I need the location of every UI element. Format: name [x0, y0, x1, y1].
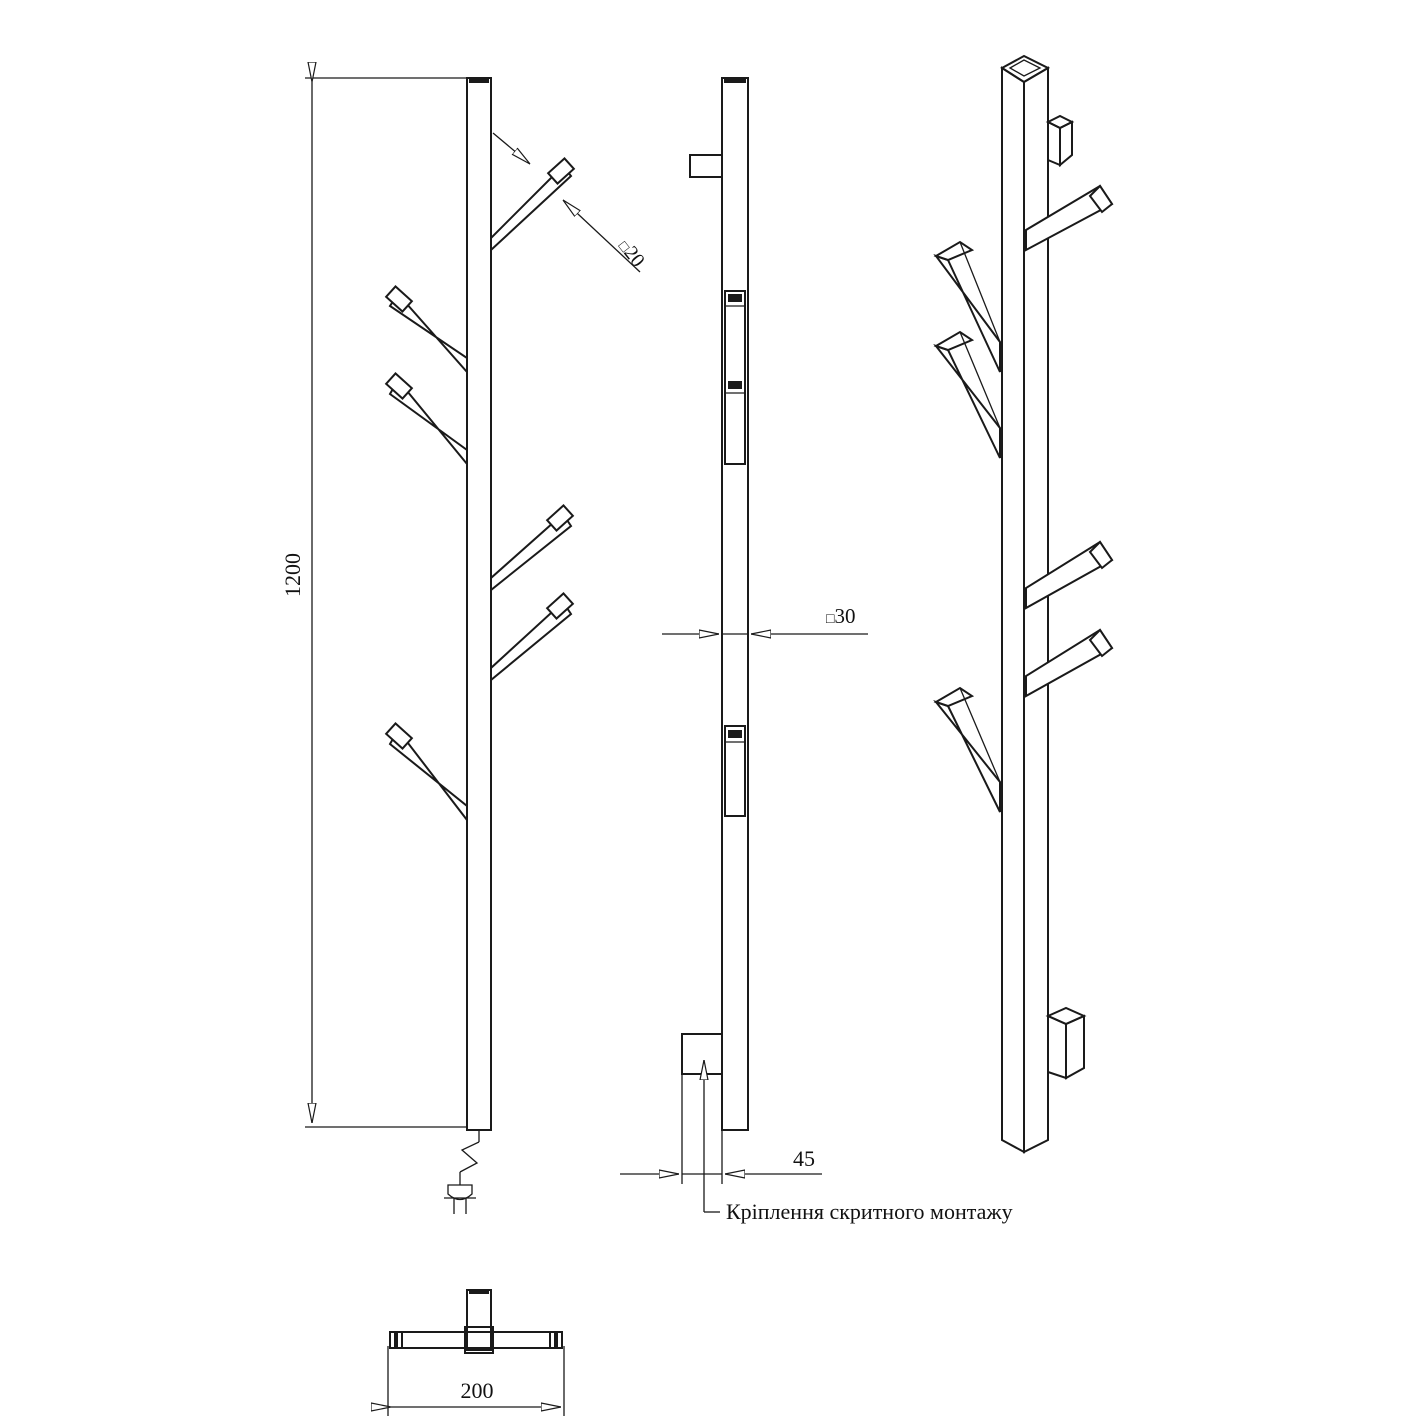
side-view: □30 Кріплення скритного монтажу 45 — [620, 77, 1013, 1224]
branch-section-arrow-lower — [563, 200, 641, 273]
side-top-bracket — [689, 154, 723, 178]
front-main-pipe — [466, 77, 492, 1131]
iso-hook-left-1 — [933, 240, 1001, 373]
top-pipe-square — [464, 1326, 494, 1354]
top-bracket-stem — [466, 1289, 492, 1351]
iso-hook-right-top — [1025, 184, 1114, 252]
iso-pipe-cap — [1008, 59, 1042, 77]
pipe-section-label: □30 — [826, 604, 855, 628]
depth-label: 45 — [793, 1146, 815, 1171]
iso-hook-right-mid-1 — [1025, 540, 1114, 610]
front-branch-left-1 — [384, 285, 468, 375]
branch-section-arrow-upper — [492, 132, 530, 164]
hidden-mount-bracket — [681, 1033, 723, 1075]
side-main-pipe — [721, 77, 749, 1131]
isometric-view — [933, 54, 1114, 1154]
iso-bottom-bracket — [1045, 1006, 1087, 1080]
front-branch-right-mid-2 — [490, 592, 575, 683]
iso-hook-right-mid-2 — [1025, 628, 1114, 698]
mount-label: Кріплення скритного монтажу — [726, 1199, 1013, 1224]
iso-hook-left-3 — [933, 686, 1001, 813]
side-pipe-cap — [724, 78, 746, 83]
height-dimension-label: 1200 — [280, 553, 305, 597]
front-branch-right-mid-1 — [490, 504, 575, 593]
front-branch-right-top — [490, 157, 576, 253]
front-branch-left-2 — [384, 372, 468, 467]
iso-pipe-left-face — [1001, 66, 1025, 1154]
top-crossbar — [389, 1331, 563, 1349]
width-dimension-label: 200 — [461, 1378, 494, 1403]
iso-top-bracket — [1045, 114, 1075, 168]
iso-pipe-top — [1000, 54, 1051, 84]
front-branch-left-3 — [384, 722, 468, 823]
branch-section-label: □20 — [614, 236, 649, 272]
side-branch-ends-upper — [724, 290, 746, 465]
front-pipe-cap — [469, 78, 489, 83]
power-plug-icon — [444, 1130, 480, 1214]
top-view: 200 — [388, 1289, 565, 1416]
front-view: 1200 □20 — [280, 78, 649, 1214]
iso-hook-left-2 — [933, 330, 1001, 459]
side-branch-ends-lower — [724, 725, 746, 817]
